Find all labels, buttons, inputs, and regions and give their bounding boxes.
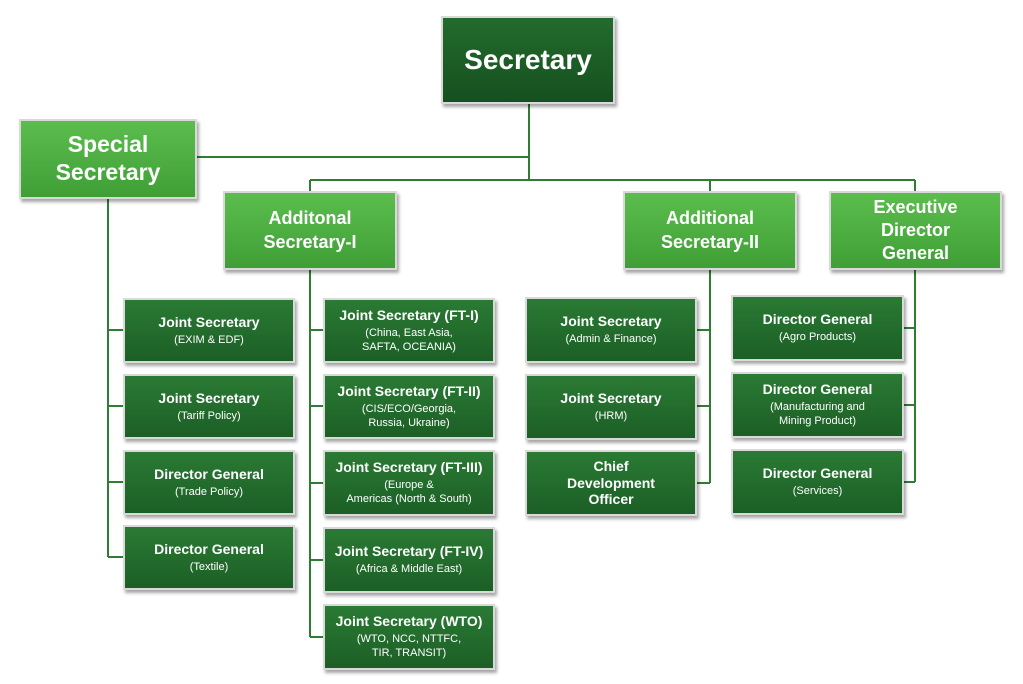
unit-title: Chief (593, 457, 629, 474)
unit-subtitle: Mining Product) (778, 415, 857, 428)
unit-box: Joint Secretary (EXIM & EDF) (123, 298, 295, 363)
unit-title: Joint Secretary (FT-II) (337, 382, 481, 399)
unit-box: Joint Secretary (FT-III) (Europe & Ameri… (323, 450, 495, 516)
unit-subtitle: Americas (North & South) (346, 493, 472, 506)
unit-subtitle: (Europe & (384, 479, 434, 492)
executive-dg-line2: Director (880, 219, 951, 240)
unit-title: Joint Secretary (FT-III) (335, 459, 483, 476)
unit-title: Director General (762, 381, 873, 398)
unit-title: Joint Secretary (560, 313, 662, 330)
unit-box: Director General (Services) (731, 449, 904, 515)
unit-subtitle: SAFTA, OCEANIA) (362, 340, 456, 353)
additional-secretary-2-line2: Secretary-II (660, 231, 760, 252)
unit-title: Director General (154, 465, 264, 482)
unit-title: Director General (762, 465, 873, 482)
unit-subtitle: (China, East Asia, (365, 326, 453, 339)
executive-director-general-box: Executive Director General (829, 191, 1002, 270)
unit-title: Joint Secretary (FT-IV) (334, 543, 484, 560)
unit-title: Joint Secretary (158, 389, 260, 406)
special-secretary-box: Special Secretary (19, 119, 197, 199)
unit-subtitle: TIR, TRANSIT) (371, 647, 447, 660)
executive-dg-line1: Executive (873, 196, 958, 217)
unit-subtitle: (Trade Policy) (174, 485, 244, 498)
unit-box: Joint Secretary (FT-I) (China, East Asia… (323, 298, 495, 363)
unit-box: Director General (Textile) (123, 525, 295, 590)
secretary-label: Secretary (464, 43, 592, 75)
unit-title: Development (567, 474, 655, 491)
unit-subtitle: (HRM) (594, 410, 628, 423)
unit-title: Joint Secretary (FT-I) (339, 306, 479, 323)
secretary-box: Secretary (441, 16, 615, 104)
executive-dg-line3: General (881, 243, 950, 264)
unit-title: Joint Secretary (WTO) (335, 613, 483, 630)
special-secretary-line2: Secretary (55, 159, 161, 185)
unit-box: Joint Secretary (FT-IV) (Africa & Middle… (323, 527, 495, 593)
unit-subtitle: (Manufacturing and (770, 401, 865, 414)
unit-box: Chief Development Officer (525, 450, 697, 516)
unit-box: Joint Secretary (WTO) (WTO, NCC, NTTFC, … (323, 604, 495, 670)
unit-box: Director General (Trade Policy) (123, 450, 295, 515)
unit-subtitle: (Admin & Finance) (565, 333, 657, 346)
unit-subtitle: Russia, Ukraine) (368, 416, 450, 429)
unit-box: Director General (Manufacturing and Mini… (731, 372, 904, 438)
unit-title: Director General (762, 311, 873, 328)
unit-title: Officer (588, 491, 634, 508)
additional-secretary-1-line1: Additonal (268, 208, 352, 229)
additional-secretary-2-box: Additional Secretary-II (623, 191, 797, 270)
unit-subtitle: (EXIM & EDF) (174, 333, 244, 346)
unit-subtitle: (Agro Products) (778, 331, 857, 344)
unit-box: Joint Secretary (FT-II) (CIS/ECO/Georgia… (323, 374, 495, 439)
unit-box: Joint Secretary (Admin & Finance) (525, 297, 697, 363)
special-secretary-line1: Special (67, 131, 149, 158)
unit-title: Joint Secretary (560, 390, 662, 407)
unit-subtitle: (WTO, NCC, NTTFC, (356, 633, 462, 646)
additional-secretary-1-box: Additonal Secretary-I (223, 191, 397, 270)
unit-box: Director General (Agro Products) (731, 295, 904, 361)
unit-title: Joint Secretary (158, 313, 260, 330)
additional-secretary-2-line1: Additional (666, 208, 754, 229)
unit-box: Joint Secretary (Tariff Policy) (123, 374, 295, 439)
unit-subtitle: (Tariff Policy) (177, 409, 241, 422)
unit-subtitle: (Services) (792, 485, 843, 498)
additional-secretary-1-line2: Secretary-I (263, 231, 357, 252)
unit-subtitle: (CIS/ECO/Georgia, (361, 402, 457, 415)
unit-box: Joint Secretary (HRM) (525, 374, 697, 440)
unit-subtitle: (Africa & Middle East) (355, 563, 463, 576)
unit-subtitle: (Textile) (189, 560, 229, 573)
unit-title: Director General (154, 540, 264, 557)
